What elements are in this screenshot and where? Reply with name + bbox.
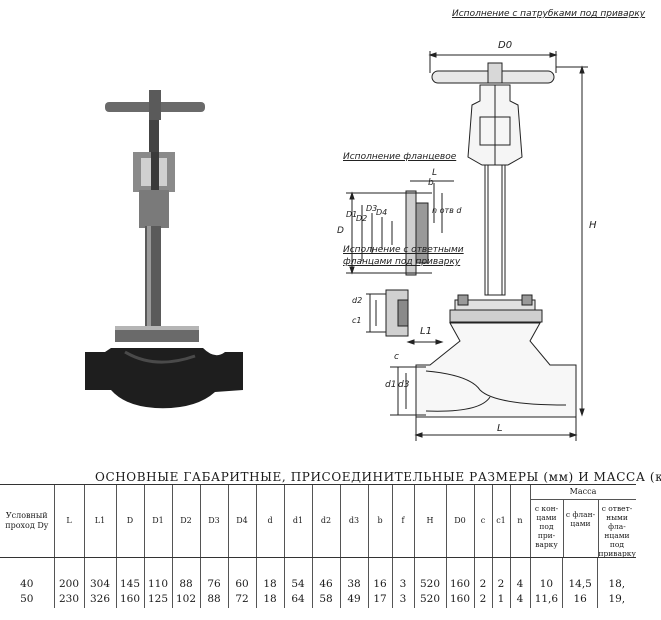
cell-n: 4 <box>509 557 530 590</box>
cell-c: 2 <box>473 590 492 608</box>
col-header-L1: L1 <box>83 484 116 558</box>
mass-group-header: Масса с кон- цами под при- варку с флан-… <box>529 484 636 558</box>
dim-d3: d3 <box>398 380 410 390</box>
cell-d2: 46 <box>311 557 340 590</box>
cell-D1: 125 <box>143 590 172 608</box>
cell-b: 17 <box>367 590 392 608</box>
cell-mass-welded: 11,6 <box>529 590 563 608</box>
cell-D4: 72 <box>227 590 256 608</box>
cell-mass-counterflange: 18, <box>597 557 636 590</box>
col-header-d1: d1 <box>283 484 312 558</box>
dim-L: L <box>497 423 503 434</box>
col-header-D1: D1 <box>143 484 172 558</box>
cell-c: 2 <box>473 557 492 590</box>
dim-L1: L1 <box>420 326 432 337</box>
col-header-b: b <box>367 484 392 558</box>
dim-c: c <box>394 352 399 362</box>
col-header-c: c <box>473 484 492 558</box>
dim-c1: c1 <box>352 316 362 325</box>
cell-D0: 160 <box>445 590 474 608</box>
cell-mass-flanged: 16 <box>562 590 598 608</box>
cell-L1: 326 <box>83 590 116 608</box>
dim-b: b <box>428 178 434 188</box>
dim-D3: D3 <box>366 204 378 213</box>
col-header-D2: D2 <box>171 484 200 558</box>
col-header-D3: D3 <box>199 484 228 558</box>
mass-header-welded: с кон- цами под при- варку <box>534 504 559 549</box>
table-row: 50 230 326 160 125 102 88 72 18 64 58 49… <box>0 590 636 608</box>
col-header-H: H <box>413 484 446 558</box>
col-header-D0: D0 <box>445 484 474 558</box>
cell-mass-flanged: 14,5 <box>562 557 598 590</box>
cell-b: 16 <box>367 557 392 590</box>
cell-L1: 304 <box>83 557 116 590</box>
cell-L: 200 <box>53 557 84 590</box>
cell-dy: 40 <box>20 578 34 590</box>
dim-L-flanged: L <box>432 168 438 178</box>
cell-D1: 110 <box>143 557 172 590</box>
dim-n-holes-d: n отв d <box>432 206 462 215</box>
table-row: 40 200 304 145 110 88 76 60 18 54 46 38 … <box>0 557 636 590</box>
dim-D0: D0 <box>498 40 513 51</box>
cell-n: 4 <box>509 590 530 608</box>
cell-mass-counterflange: 19, <box>597 590 636 608</box>
col-header-d3: d3 <box>339 484 368 558</box>
col-header-dy: Условный проход Dy <box>0 484 54 558</box>
dim-D4: D4 <box>376 208 388 217</box>
col-header-d: d <box>255 484 284 558</box>
cell-D: 160 <box>115 590 144 608</box>
cell-d1: 64 <box>283 590 312 608</box>
col-header-d2: d2 <box>311 484 340 558</box>
cell-H: 520 <box>413 590 446 608</box>
cell-d: 18 <box>255 590 284 608</box>
cell-dy: 50 <box>20 593 34 605</box>
dim-D1: D1 <box>346 210 358 219</box>
cell-f: 3 <box>391 557 414 590</box>
dim-D2: D2 <box>356 214 368 223</box>
cell-f: 3 <box>391 590 414 608</box>
cell-D: 145 <box>115 557 144 590</box>
cell-d3: 49 <box>339 590 368 608</box>
dimensions-table: Условный проход Dy L L1 D D1 D2 D3 D4 d … <box>0 484 636 608</box>
mass-header-flanged: с флан- цами <box>562 500 598 557</box>
cell-c1: 1 <box>491 590 510 608</box>
cell-d: 18 <box>255 557 284 590</box>
cell-c1: 2 <box>491 557 510 590</box>
dim-d2: d2 <box>352 296 363 305</box>
col-header-c1: c1 <box>491 484 510 558</box>
cell-d1: 54 <box>283 557 312 590</box>
col-header-D4: D4 <box>227 484 256 558</box>
mass-header-counterflange: с ответ- ными фла- нцами под приварку <box>597 500 636 557</box>
valve-photo <box>85 90 245 410</box>
table-title: ОСНОВНЫЕ ГАБАРИТНЫЕ, ПРИСОЕДИНИТЕЛЬНЫЕ Р… <box>95 470 661 484</box>
cell-D4: 60 <box>227 557 256 590</box>
cell-L: 230 <box>53 590 84 608</box>
cell-D0: 160 <box>445 557 474 590</box>
cell-d2: 58 <box>311 590 340 608</box>
col-header-n: n <box>509 484 530 558</box>
table-header-row: Условный проход Dy L L1 D D1 D2 D3 D4 d … <box>0 484 636 558</box>
col-header-D: D <box>115 484 144 558</box>
cell-D2: 102 <box>171 590 200 608</box>
cell-mass-welded: 10 <box>529 557 563 590</box>
cell-D3: 88 <box>199 590 228 608</box>
dim-d1: d1 <box>385 380 397 390</box>
dim-D: D <box>337 226 344 236</box>
col-header-L: L <box>53 484 84 558</box>
mass-group-label: Масса <box>530 486 636 500</box>
cell-d3: 38 <box>339 557 368 590</box>
col-header-f: f <box>391 484 414 558</box>
label-welded-version: Исполнение с патрубками под приварку <box>452 9 646 19</box>
label-counterflange-version: Исполнение с ответными фланцами под прив… <box>343 245 464 267</box>
label-flanged-version: Исполнение фланцевое <box>343 152 457 162</box>
cell-D2: 88 <box>171 557 200 590</box>
valve-technical-drawing <box>346 51 588 441</box>
dim-H: H <box>589 220 597 231</box>
cell-H: 520 <box>413 557 446 590</box>
cell-D3: 76 <box>199 557 228 590</box>
